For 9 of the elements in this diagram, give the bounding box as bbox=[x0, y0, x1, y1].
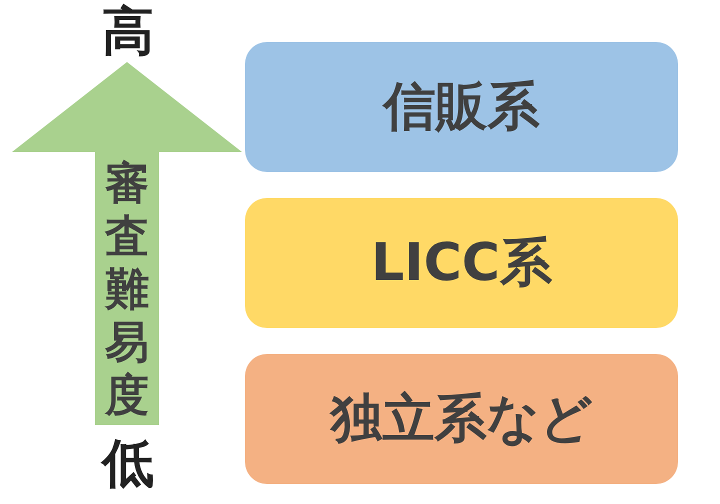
scale-label: 低 bbox=[100, 438, 155, 490]
box-label: 独立系など bbox=[330, 388, 592, 451]
category-box bbox=[245, 354, 678, 484]
scale-label: 高 bbox=[101, 6, 155, 58]
category-box bbox=[245, 198, 678, 328]
box-label: LICC系 bbox=[371, 232, 552, 295]
box-label: 信販系 bbox=[384, 76, 540, 139]
axis-label: 審査難易度 bbox=[105, 157, 149, 422]
category-box bbox=[245, 42, 678, 172]
